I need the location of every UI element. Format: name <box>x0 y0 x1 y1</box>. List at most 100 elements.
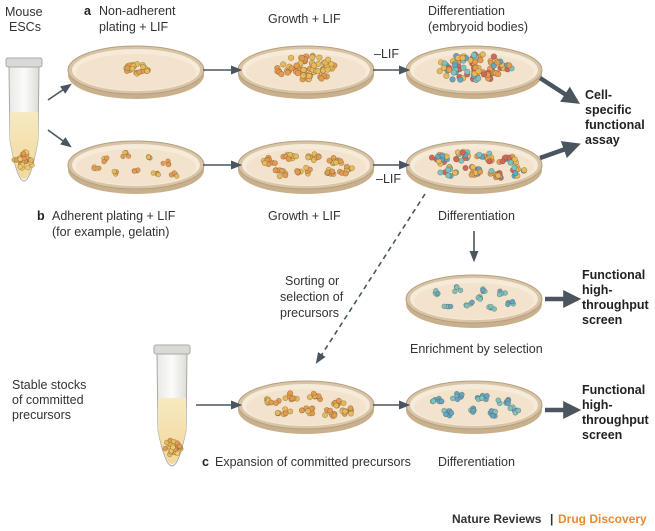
arrows <box>47 65 479 410</box>
cell <box>284 69 291 76</box>
dish-a-growth <box>237 45 375 99</box>
journal-separator: | <box>550 512 553 526</box>
cell <box>449 76 456 83</box>
big-arrow-b-to-assay <box>539 141 581 161</box>
cell <box>475 68 482 75</box>
cell <box>155 172 161 178</box>
cell-specific-assay-2: specific <box>585 103 632 117</box>
cell <box>287 408 294 415</box>
dish-c-differentiation <box>405 380 543 434</box>
cell <box>477 57 484 64</box>
cell <box>315 153 322 160</box>
stable-stocks-label-2: of committed <box>12 393 84 407</box>
cell <box>459 149 466 156</box>
cell <box>479 51 486 58</box>
cell <box>120 153 126 159</box>
cell <box>303 164 309 171</box>
panel-a-letter: a <box>84 4 92 18</box>
cell <box>469 164 476 171</box>
cell <box>437 169 444 176</box>
cell <box>273 400 279 406</box>
cell <box>457 287 464 293</box>
cell <box>316 54 323 61</box>
cell <box>324 66 331 73</box>
cell <box>282 410 289 417</box>
cell <box>521 167 528 174</box>
panel-b-line1: Adherent plating + LIF <box>52 209 176 223</box>
cell <box>288 54 295 61</box>
cell <box>464 303 470 309</box>
mouse-esc-tube-icon <box>5 57 43 182</box>
cell <box>472 58 479 65</box>
cell <box>445 172 452 179</box>
cell <box>442 411 449 418</box>
cell <box>475 75 482 82</box>
cell <box>452 288 458 294</box>
dish-a-plating <box>67 45 205 99</box>
cell <box>333 159 339 166</box>
cell <box>170 438 177 445</box>
cell <box>310 62 318 69</box>
cell <box>294 70 302 77</box>
cell <box>505 301 511 308</box>
cell <box>104 155 110 161</box>
arrow-tube-to-a <box>47 83 72 101</box>
cell <box>489 412 496 419</box>
cell <box>17 156 23 162</box>
cell <box>470 407 477 414</box>
cell <box>278 70 285 78</box>
diff-eb-label-1: Differentiation <box>428 4 505 18</box>
sorting-label-2: selection of <box>280 290 344 304</box>
cell <box>278 167 285 174</box>
stable-stocks-label-3: precursors <box>12 408 71 422</box>
cell <box>451 169 458 176</box>
panel-b-line2: (for example, gelatin) <box>52 225 169 239</box>
mouse-escs-label-1: Mouse <box>5 5 43 19</box>
cell <box>274 409 281 416</box>
cell <box>491 306 497 312</box>
labels: Mouse ESCs a Non-adherent plating + LIF … <box>5 4 649 526</box>
cell <box>144 68 150 75</box>
panel-b-letter: b <box>37 209 45 223</box>
cell <box>101 159 107 165</box>
cell <box>477 296 483 302</box>
cell <box>507 159 514 166</box>
cell <box>272 160 278 166</box>
functional-screen-2-line3: throughput <box>582 413 649 427</box>
sorting-label-1: Sorting or <box>285 274 339 288</box>
cell <box>285 156 292 162</box>
cell <box>494 59 501 66</box>
cell <box>314 67 321 75</box>
functional-screen-2-line4: screen <box>582 428 622 442</box>
cell <box>126 153 132 159</box>
cell <box>347 410 354 417</box>
cell <box>335 397 342 404</box>
cell <box>289 395 296 402</box>
cell <box>507 405 514 412</box>
cell <box>306 394 313 401</box>
cell <box>162 445 168 452</box>
cell <box>450 69 457 76</box>
cell <box>515 407 522 414</box>
cell <box>453 156 460 163</box>
cell <box>131 168 137 174</box>
cell <box>447 303 454 310</box>
cell <box>140 64 146 70</box>
stable-stocks-label-1: Stable stocks <box>12 378 86 392</box>
big-arrows <box>538 76 582 419</box>
cell <box>469 299 475 305</box>
cell <box>294 169 301 175</box>
cell <box>122 150 128 156</box>
dish-enrichment <box>405 274 543 328</box>
cell <box>145 154 152 160</box>
cell <box>300 72 307 79</box>
cell <box>490 53 498 60</box>
cell <box>300 66 307 73</box>
cell <box>282 172 289 179</box>
cell <box>333 402 340 409</box>
cell <box>17 164 23 170</box>
cell <box>451 61 459 69</box>
enrichment-label: Enrichment by selection <box>410 342 543 356</box>
cell <box>470 52 478 59</box>
cell <box>326 157 333 164</box>
